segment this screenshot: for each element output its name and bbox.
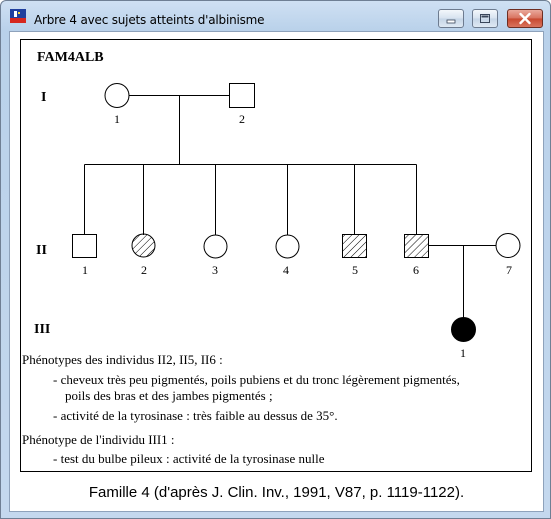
figure-caption: Famille 4 (d'après J. Clin. Inv., 1991, … bbox=[88, 484, 465, 501]
label-II1: 1 bbox=[82, 263, 88, 277]
note-heading-1: Phénotypes des individus II2, II5, II6 : bbox=[22, 352, 223, 367]
pedigree-chart: FAM4ALB I II III 1 2 1 2 3 4 5 6 7 1 bbox=[34, 50, 521, 360]
individual-III1-female-affected bbox=[451, 317, 476, 342]
note-bullet-1-line-2: poils des bras et des jambes pigmentés ; bbox=[65, 388, 273, 403]
generation-III-label: III bbox=[34, 322, 50, 337]
individual-II2-female-hatched bbox=[131, 233, 156, 258]
generation-II-label: II bbox=[36, 243, 47, 258]
minimize-button[interactable] bbox=[438, 9, 464, 28]
label-II5: 5 bbox=[352, 263, 358, 277]
label-II3: 3 bbox=[212, 263, 218, 277]
close-button[interactable] bbox=[507, 9, 543, 28]
individual-II4-female bbox=[275, 234, 300, 259]
individual-II7-female bbox=[495, 233, 521, 258]
label-III1: 1 bbox=[460, 346, 466, 360]
window-title: Arbre 4 avec sujets atteints d'albinisme bbox=[34, 13, 265, 27]
family-code: FAM4ALB bbox=[37, 50, 104, 65]
minimize-icon bbox=[446, 19, 456, 24]
maximize-icon bbox=[480, 14, 490, 23]
note-bullet-2: - activité de la tyrosinase : très faibl… bbox=[53, 408, 338, 423]
phenotype-notes: Phénotypes des individus II2, II5, II6 :… bbox=[10, 32, 543, 511]
note-heading-2: Phénotype de l'individu III1 : bbox=[22, 432, 175, 447]
note-bullet-1-line-1: - cheveux très peu pigmentés, poils pubi… bbox=[53, 372, 460, 387]
title-bar[interactable]: Arbre 4 avec sujets atteints d'albinisme bbox=[1, 1, 550, 31]
individual-II6-male-hatched bbox=[404, 234, 429, 258]
individual-II5-male-hatched bbox=[342, 234, 367, 258]
note-bullet-3: - test du bulbe pileux : activité de la … bbox=[53, 451, 325, 466]
close-icon bbox=[519, 12, 531, 25]
label-I1: 1 bbox=[114, 112, 120, 126]
individual-I2-male bbox=[229, 83, 255, 108]
document-area: FAM4ALB I II III 1 2 1 2 3 4 5 6 7 1 Phé… bbox=[9, 31, 544, 512]
label-I2: 2 bbox=[239, 112, 245, 126]
label-II7: 7 bbox=[506, 263, 512, 277]
individual-II1-male bbox=[72, 234, 97, 258]
app-icon bbox=[10, 9, 26, 23]
label-II2: 2 bbox=[141, 263, 147, 277]
label-II6: 6 bbox=[413, 263, 419, 277]
pedigree-frame bbox=[20, 39, 532, 472]
individual-I1-female bbox=[104, 83, 130, 108]
label-II4: 4 bbox=[283, 263, 289, 277]
maximize-button[interactable] bbox=[472, 9, 498, 28]
pedigree-lines bbox=[84, 95, 496, 318]
individual-II3-female bbox=[203, 234, 228, 259]
generation-I-label: I bbox=[41, 90, 46, 105]
